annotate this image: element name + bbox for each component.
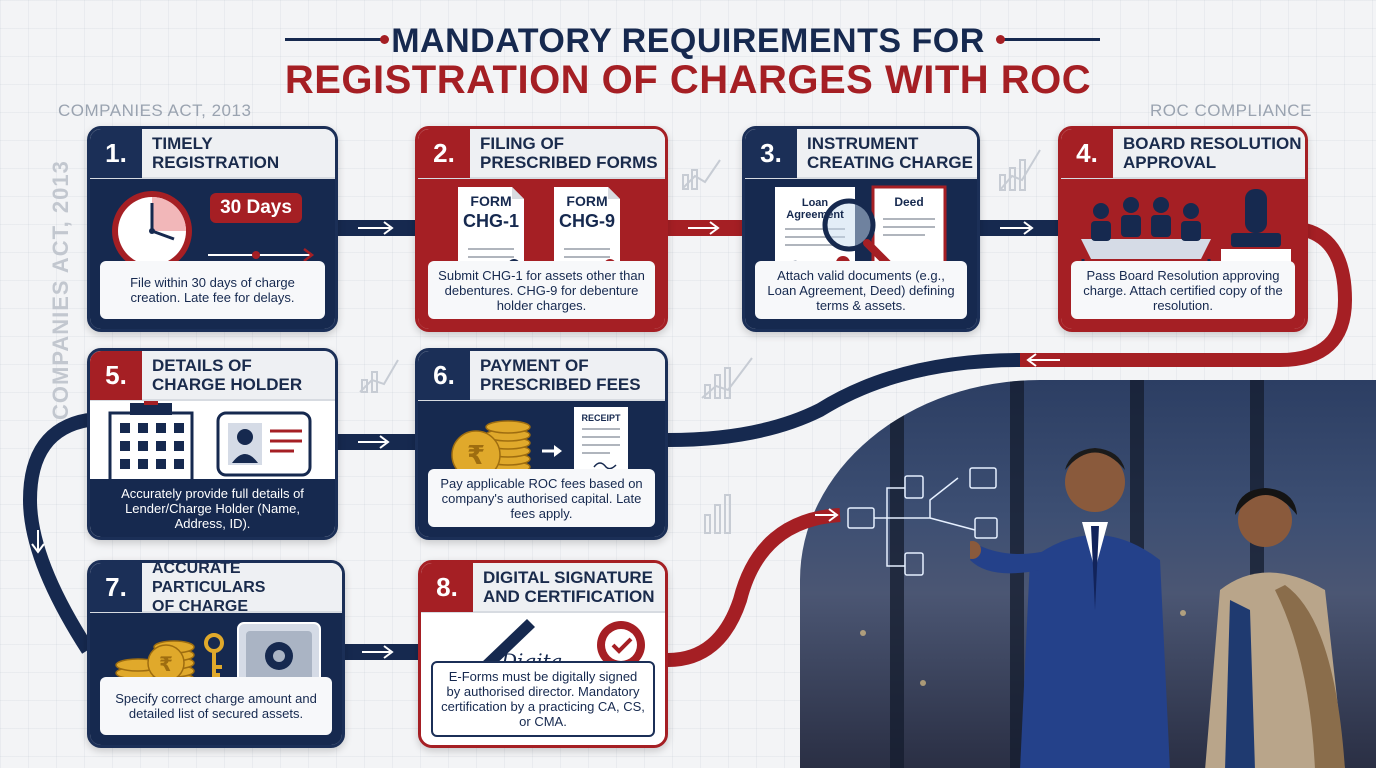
step-description: E-Forms must be digitally signed by auth… [431,661,655,737]
step-description: Accurately provide full details of Lende… [90,479,335,537]
step-description: Submit CHG-1 for assets other than deben… [428,261,655,319]
roc-compliance-label: ROC COMPLIANCE [1150,101,1312,120]
form-1-top: FORM [470,193,512,209]
businesswoman-figure [1205,488,1345,768]
step-description: Pay applicable ROC fees based on company… [428,469,655,527]
vertical-companies-act-label: COMPANIES ACT, 2013 [48,160,73,420]
step-card-3: 3. INSTRUMENT CREATING CHARGE Loan Agree… [742,126,980,332]
form-chg-1-label: CHG-1 [462,211,519,231]
svg-text:₹: ₹ [159,652,173,676]
loan-agreement-label: Loan Agreement [786,197,844,221]
businessman-figure [970,448,1170,768]
step-card-2: 2. FILING OF PRESCRIBED FORMS FORM CHG-1… [415,126,668,332]
deadline-badge: 30 Days [220,197,292,218]
step-number: 3. [745,129,797,178]
step-card-6: 6. PAYMENT OF PRESCRIBED FEES ₹ RECEIPT … [415,348,668,540]
document-icon [458,187,620,279]
step-card-8: 8. DIGITAL SIGNATURE AND CERTIFICATION D… [418,560,668,748]
form-2-top: FORM [566,193,608,209]
step-number: 8. [421,563,473,612]
step-description: Attach valid documents (e.g., Loan Agree… [755,261,967,319]
svg-text:₹: ₹ [467,441,485,471]
key-icon [204,633,224,679]
step-title: PAYMENT OF PRESCRIBED FEES [480,356,641,394]
step-number: 5. [90,351,142,400]
step-number: 7. [90,563,142,612]
step-description: Specify correct charge amount and detail… [100,677,332,735]
clock-icon [112,191,315,271]
step-description: Pass Board Resolution approving charge. … [1071,261,1295,319]
title-rule-right [996,35,1100,44]
step-number: 1. [90,129,142,178]
step-number: 6. [418,351,470,400]
step-title: TIMELY REGISTRATION [152,134,280,172]
step-card-1: 1. TIMELY REGISTRATION 30 Days timeline … [87,126,338,332]
page-title-line2: REGISTRATION OF CHARGES WITH ROC [284,58,1092,102]
step-title: DETAILS OF CHARGE HOLDER [152,356,303,394]
page-title-line1: MANDATORY REQUIREMENTS FOR [391,22,985,60]
form-chg-9-label: CHG-9 [558,211,615,231]
step-number: 2. [418,129,470,178]
rupee-coin-icon: ₹ [451,407,628,481]
step-card-7: 7. ACCURATE PARTICULARS OF CHARGE ₹ Spec… [87,560,345,748]
companies-act-label: COMPANIES ACT, 2013 [58,101,252,120]
step-description: File within 30 days of charge creation. … [100,261,325,319]
step-title: INSTRUMENT CREATING CHARGE [807,134,973,172]
step-card-5: 5. DETAILS OF CHARGE HOLDER Accurately p… [87,348,338,540]
title-rule-left [285,35,389,44]
step-card-4: 4. BOARD RESOLUTION APPROVAL Pass Board … [1058,126,1308,332]
step-title: FILING OF PRESCRIBED FORMS [480,134,658,172]
receipt-label: RECEIPT [581,413,621,423]
building-icon [108,401,312,487]
step-title: BOARD RESOLUTION APPROVAL [1123,134,1302,172]
step-title: ACCURATE PARTICULARS OF CHARGE [152,560,266,615]
step-number: 4. [1061,129,1113,178]
office-photo [800,380,1376,768]
step-title: DIGITAL SIGNATURE AND CERTIFICATION [483,568,655,606]
deed-label: Deed [894,195,924,209]
